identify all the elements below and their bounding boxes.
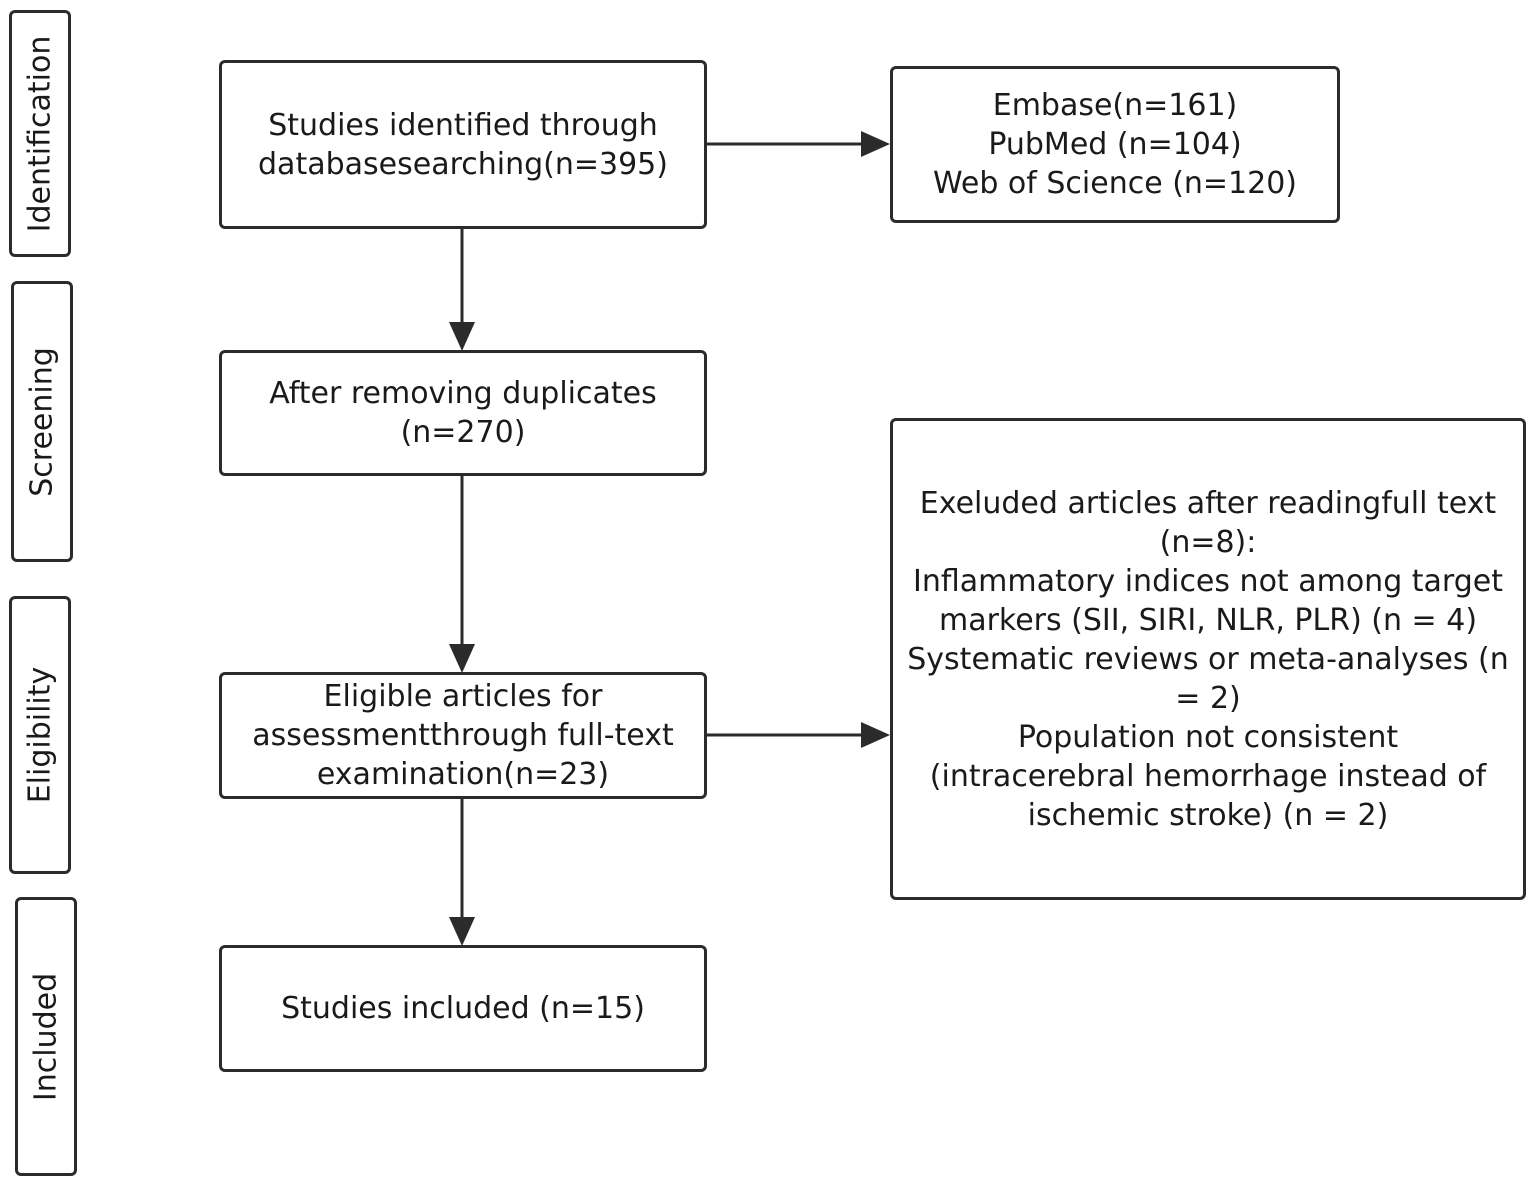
duplicates-line-2: (n=270) — [400, 415, 526, 450]
excluded-line-6: = 2) — [1175, 680, 1241, 716]
excluded-line-9: ischemic stroke) (n = 2) — [1027, 797, 1389, 833]
included-line-1: Studies included (n=15) — [281, 991, 645, 1026]
excluded-line-5: Systematic reviews or meta-analyses (n — [907, 641, 1509, 677]
arrowhead-sources — [861, 131, 890, 157]
arrowhead-duplicates — [449, 322, 475, 351]
excluded-line-8: (intracerebral hemorrhage instead of — [929, 758, 1487, 794]
identified-box: Studies identified through databasesearc… — [219, 60, 707, 229]
stage-eligibility: Eligibility — [9, 596, 71, 874]
excluded-line-4: markers (SII, SIRI, NLR, PLR) (n = 4) — [938, 602, 1478, 638]
sources-web-of-science: Web of Science (n=120) — [932, 166, 1298, 201]
eligible-box: Eligible articles for assessmentthrough … — [219, 672, 707, 799]
arrowhead-included — [449, 917, 475, 946]
excluded-line-1: Exeluded articles after readingfull text — [919, 485, 1497, 521]
stage-screening: Screening — [11, 281, 73, 562]
stage-included: Included — [15, 897, 77, 1176]
sources-box: Embase(n=161) PubMed (n=104) Web of Scie… — [890, 66, 1340, 223]
arrowhead-excluded — [861, 722, 890, 748]
identified-line-2: databasesearching(n=395) — [258, 146, 668, 182]
excluded-box: Exeluded articles after readingfull text… — [890, 418, 1526, 900]
arrowhead-eligible — [449, 644, 475, 673]
stage-identification: Identification — [9, 10, 71, 257]
identified-line-1: Studies identified through — [268, 107, 658, 143]
duplicates-box: After removing duplicates (n=270) — [219, 350, 707, 476]
eligible-line-1: Eligible articles for — [323, 679, 603, 714]
excluded-line-3: Inflammatory indices not among target — [913, 563, 1503, 599]
sources-pubmed: PubMed (n=104) — [988, 127, 1242, 162]
eligible-line-3: examination(n=23) — [316, 757, 610, 792]
excluded-line-7: Population not consistent — [1017, 719, 1399, 755]
excluded-line-2: (n=8): — [1159, 524, 1257, 560]
included-box: Studies included (n=15) — [219, 945, 707, 1072]
duplicates-line-1: After removing duplicates — [269, 376, 657, 411]
sources-embase: Embase(n=161) — [992, 88, 1238, 123]
eligible-line-2: assessmentthrough full-text — [252, 718, 674, 753]
